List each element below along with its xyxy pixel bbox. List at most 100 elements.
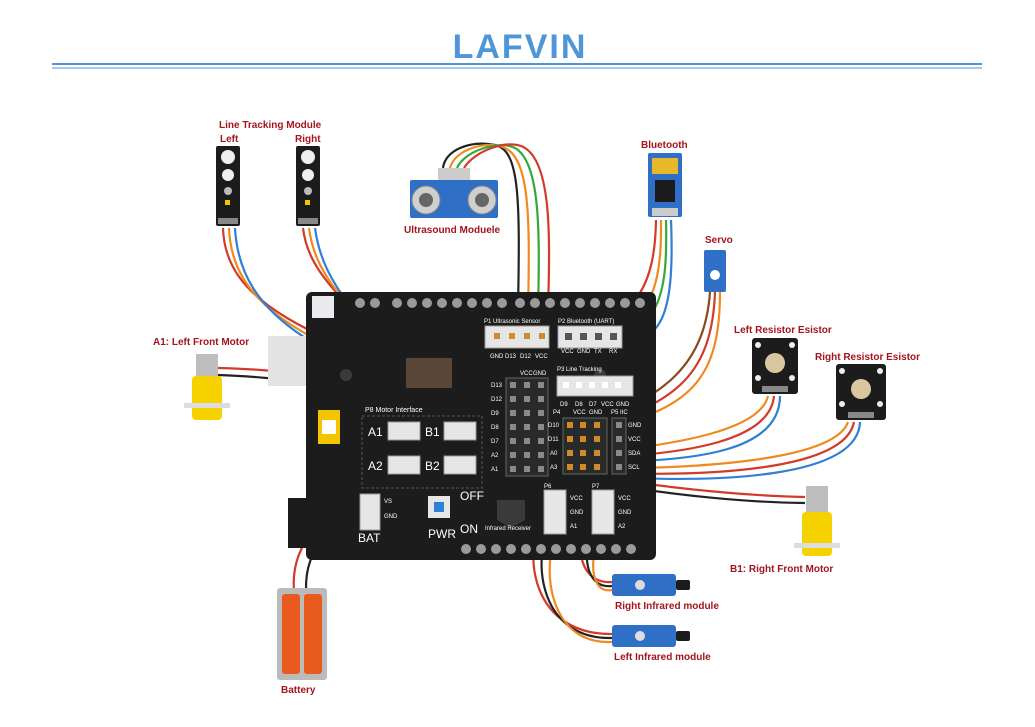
right-infrared-label: Right Infrared module xyxy=(615,601,719,612)
left-photoresistor-module xyxy=(752,338,798,394)
p3-pin-gnd: GND xyxy=(616,402,630,408)
off-label: OFF xyxy=(460,489,484,503)
p4-pin-d11: D11 xyxy=(548,437,559,443)
motor-port-a2 xyxy=(387,455,421,475)
bluetooth-label: Bluetooth xyxy=(641,140,688,151)
right-photoresistor-module xyxy=(836,364,886,420)
brand-logo: LAFVIN xyxy=(453,28,588,66)
p5-pin-vcc: VCC xyxy=(628,437,641,443)
infrared-receiver xyxy=(497,500,525,528)
p4-label: P4 xyxy=(553,410,561,416)
wire-ultrasonic-trig xyxy=(448,143,530,311)
left-resistor-label: Left Resistor Esistor xyxy=(734,325,832,336)
p1-pin-d13: D13 xyxy=(505,354,517,360)
p2-label: P2 Bluetooth (UART) xyxy=(558,319,614,325)
bottom-header-pins xyxy=(461,544,636,554)
p2-pin-vcc: VCC xyxy=(561,349,574,355)
p6-pin-vcc: VCC xyxy=(570,496,583,502)
p3-pin-d8: D8 xyxy=(575,402,583,408)
p7-connector xyxy=(591,489,615,535)
p7-pin-vcc: VCC xyxy=(618,496,631,502)
infrared-receiver-label: Infrared Receiver xyxy=(485,526,531,532)
p3-pin-d7: D7 xyxy=(589,402,597,408)
p5-pin-sda: SDA xyxy=(628,451,640,457)
p3-pin-d9: D9 xyxy=(560,402,568,408)
line-tracking-right-module xyxy=(296,146,320,226)
grid-pin-d8: D8 xyxy=(491,425,499,431)
top-header-pins xyxy=(355,298,645,308)
power-switch-knob xyxy=(434,502,444,512)
board-yellow-chip xyxy=(322,420,336,434)
right-front-motor xyxy=(794,486,840,556)
motor-port-b2 xyxy=(443,455,477,475)
left-infrared-module xyxy=(612,625,690,647)
battery-pack xyxy=(277,588,327,680)
p3-pin-vcc: VCC xyxy=(601,402,614,408)
grid-head-vcc: VCC xyxy=(520,371,533,377)
p7-pin-gnd: GND xyxy=(618,510,632,516)
p5-pin-scl: SCL xyxy=(628,465,640,471)
p8-label: P8 Motor Interface xyxy=(365,407,423,414)
p5-label: P5 IIC xyxy=(611,410,628,416)
p1-connector xyxy=(484,325,550,349)
grid-pin-a2: A2 xyxy=(491,453,499,459)
ultrasonic-module xyxy=(410,168,498,218)
board-body xyxy=(306,292,656,560)
grid-pin-d7: D7 xyxy=(491,439,499,445)
p6-connector xyxy=(543,489,567,535)
p3-label: P3 Line Tracking xyxy=(557,367,602,373)
p4-head-vcc: VCC xyxy=(573,410,586,416)
expansion-board: P1 Ultrasonic Sensor GND D13 D12 VCC P2 … xyxy=(268,292,656,560)
bat-pin-vs: VS xyxy=(384,499,392,505)
motor-port-a2-label: A2 xyxy=(368,459,383,473)
bat-label: BAT xyxy=(358,531,381,545)
left-front-motor xyxy=(184,354,230,420)
p1-pin-gnd: GND xyxy=(490,354,504,360)
on-label: ON xyxy=(460,522,478,536)
p2-pin-rx: RX xyxy=(609,349,617,355)
p4-pin-a0: A0 xyxy=(550,451,558,457)
grid-head-gnd: GND xyxy=(533,371,547,377)
line-tracking-right-label: Right xyxy=(295,134,321,145)
battery-label: Battery xyxy=(281,685,316,696)
p5-pin-gnd: GND xyxy=(628,423,642,429)
p4-pin-d10: D10 xyxy=(548,423,560,429)
wire-ultrasonic-vcc xyxy=(463,143,551,311)
motor-port-b1 xyxy=(443,421,477,441)
left-infrared-label: Left Infrared module xyxy=(614,652,711,663)
driver-chip xyxy=(406,358,452,388)
p6-pin-gnd: GND xyxy=(570,510,584,516)
p1-pin-d12: D12 xyxy=(520,354,532,360)
motor-port-b1-label: B1 xyxy=(425,425,440,439)
p2-pin-gnd: GND xyxy=(577,349,591,355)
grid-pin-d13: D13 xyxy=(491,383,503,389)
line-tracking-title: Line Tracking Module xyxy=(219,120,322,131)
grid-pin-a1: A1 xyxy=(491,467,499,473)
right-infrared-module xyxy=(612,574,690,596)
motor-port-a1-label: A1 xyxy=(368,425,383,439)
motor-port-a1 xyxy=(387,421,421,441)
grid-pin-d12: D12 xyxy=(491,397,503,403)
p4-pin-a3: A3 xyxy=(550,465,558,471)
grid-pin-d9: D9 xyxy=(491,411,499,417)
servo-module xyxy=(704,250,726,292)
battery-connector xyxy=(359,493,381,531)
board-corner-white xyxy=(312,296,334,318)
wire-ultrasonic-echo xyxy=(455,144,540,311)
p2-pin-tx: TX xyxy=(594,349,602,355)
p8-frame xyxy=(361,415,483,489)
ultrasound-label: Ultrasound Moduele xyxy=(404,225,501,236)
motor-port-b2-label: B2 xyxy=(425,459,440,473)
p2-connector xyxy=(557,325,623,349)
p1-label: P1 Ultrasonic Sensor xyxy=(484,319,540,325)
servo-label: Servo xyxy=(705,235,733,246)
bat-pin-gnd: GND xyxy=(384,514,398,520)
line-tracking-left-label: Left xyxy=(220,134,239,145)
p5-connector xyxy=(611,417,627,475)
pwr-label: PWR xyxy=(428,527,456,541)
right-resistor-label: Right Resistor Esistor xyxy=(815,352,920,363)
wire-ultrasonic-gnd xyxy=(441,142,520,311)
p7-pin-a2: A2 xyxy=(618,524,626,530)
p6-label: P6 xyxy=(544,484,552,490)
